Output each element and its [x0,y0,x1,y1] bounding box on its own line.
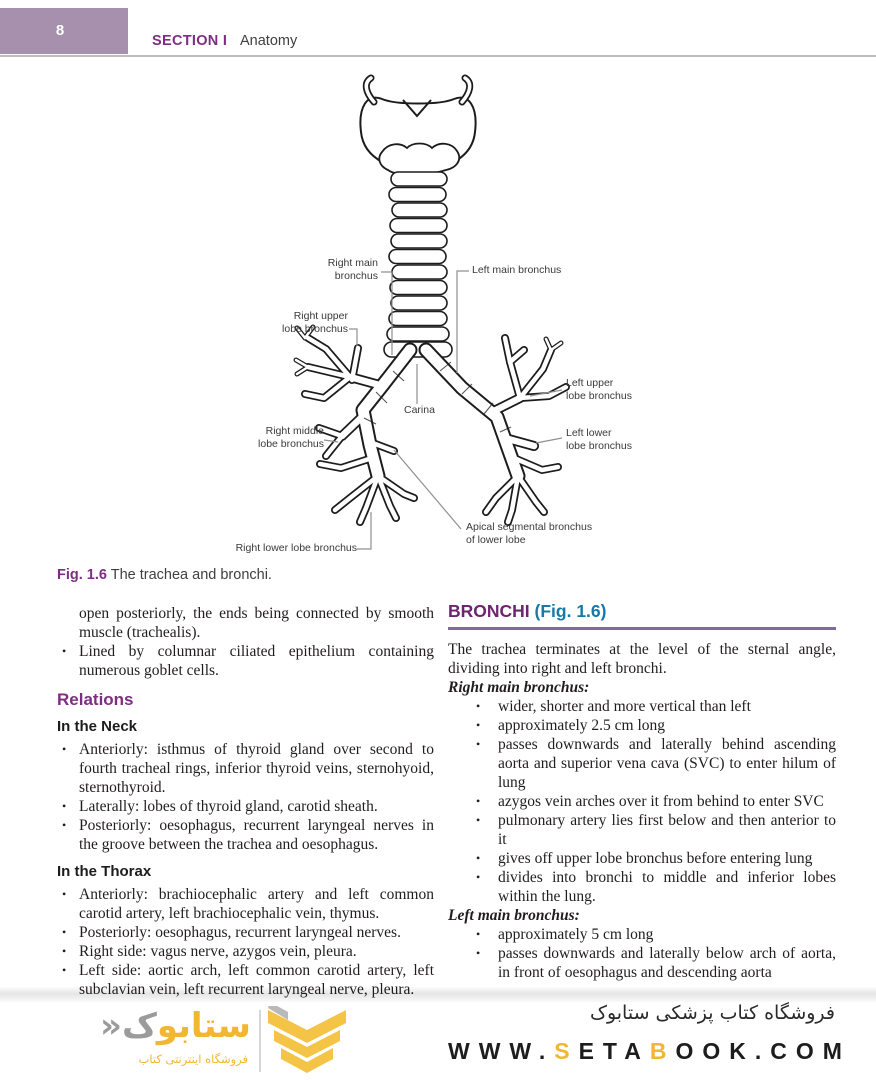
bullet-text: pulmonary artery lies first below and th… [498,811,836,848]
bullet-text: Lined by columnar ciliated epithelium co… [79,643,434,679]
bullet-item: • Right side: vagus nerve, azygos vein, … [57,942,434,961]
bullet-item: • Left side: aortic arch, left common ca… [57,961,434,999]
bullet-dot: • [476,793,481,808]
bronchi-intro: The trachea terminates at the level of t… [448,640,836,677]
logo-divider [259,1010,261,1072]
site-url-part: WWW. [448,1038,555,1064]
bullet-item: • azygos vein arches over it from behind… [448,792,836,811]
bronchi-heading-text: BRONCHI [448,601,535,621]
left-column: open posteriorly, the ends being connect… [57,600,434,999]
in-the-neck-heading: In the Neck [57,718,138,735]
relations-heading: Relations [57,690,134,709]
bullet-item: • Posteriorly: oesophagus, recurrent lar… [57,923,434,942]
bullet-item: • passes downwards and laterally below a… [448,944,836,982]
right-main-bronchus-lead: Right main bronchus: [448,678,590,696]
label-carina: Carina [404,404,435,416]
bullet-item: • passes downwards and laterally behind … [448,735,836,792]
setabook-logo-subtitle: فروشگاه اینترنتی کتاب [138,1052,248,1066]
bullet-text: Anteriorly: isthmus of thyroid gland ove… [79,741,434,796]
bullet-text: approximately 2.5 cm long [498,716,666,734]
site-url-part: OOK.COM [675,1038,851,1064]
in-the-thorax-heading: In the Thorax [57,863,152,880]
bullet-text: Right side: vagus nerve, azygos vein, pl… [79,943,357,960]
bullet-dot: • [62,887,67,901]
label-apical-segmental-bronchus: Apical segmental bronchus of lower lobe [466,521,593,546]
store-title: فروشگاه کتاب پزشکی ستابوک [589,1002,835,1024]
left-main-bronchus-lead: Left main bronchus: [448,906,580,924]
bullet-dot: • [62,925,67,939]
scan-shadow-band [0,987,876,1002]
label-left-main-bronchus: Left main bronchus [472,264,562,276]
footer: ستابوک« فروشگاه اینترنتی کتاب فروشگاه کت… [0,1000,876,1080]
bullet-dot: • [476,869,481,884]
bullet-text: azygos vein arches over it from behind t… [498,792,824,810]
setabook-wordmark-main: ستابو [156,1006,251,1046]
bullet-text: divides into bronchi to middle and infer… [498,868,836,905]
bronchi-heading-rule [448,627,836,630]
bullet-text: Posteriorly: oesophagus, recurrent laryn… [79,924,401,941]
figure-caption: Fig. 1.6 The trachea and bronchi. [57,567,272,583]
bronchi-heading: BRONCHI (Fig. 1.6) [448,602,836,621]
bullet-dot: • [62,818,67,832]
bullet-item: • Posteriorly: oesophagus, recurrent lar… [57,816,434,854]
label-right-middle-lobe-bronchus: Right middle lobe bronchus [258,425,324,450]
site-url-s: S [554,1038,579,1064]
bullet-text: Laterally: lobes of thyroid gland, carot… [79,798,378,815]
label-left-upper-lobe-bronchus: Left upper lobe bronchus [566,377,632,402]
bullet-text: passes downwards and laterally behind as… [498,735,836,791]
bullet-item: • approximately 5 cm long [448,925,836,944]
continuation-paragraph: open posteriorly, the ends being connect… [79,605,434,641]
bullet-item: • divides into bronchi to middle and inf… [448,868,836,906]
label-left-lower-lobe-bronchus: Left lower lobe bronchus [566,427,632,452]
bullet-dot: • [476,698,481,713]
bullet-item: • Laterally: lobes of thyroid gland, car… [57,797,434,816]
label-right-lower-lobe-bronchus: Right lower lobe bronchus [235,542,357,554]
bullet-item: • pulmonary artery lies first below and … [448,811,836,849]
bullet-text: Anteriorly: brachiocephalic artery and l… [79,886,434,922]
bullet-dot: • [62,644,67,658]
bullet-item: • approximately 2.5 cm long [448,716,836,735]
bullet-dot: • [476,850,481,865]
setabook-chevron-logo-icon [268,1006,346,1073]
bullet-text: Posteriorly: oesophagus, recurrent laryn… [79,817,434,853]
page-number: 8 [55,22,65,39]
site-url-b: B [649,1038,676,1064]
right-column: BRONCHI (Fig. 1.6) The trachea terminate… [448,600,836,982]
bullet-text: passes downwards and laterally below arc… [498,944,836,981]
bronchi-heading-figref: (Fig. 1.6) [534,601,607,621]
bullet-dot: • [476,926,481,941]
bullet-text: wider, shorter and more vertical than le… [498,697,751,715]
bullet-item: • Anteriorly: brachiocephalic artery and… [57,885,434,923]
label-right-upper-lobe-bronchus: Right upper lobe bronchus [282,310,348,335]
label-right-main-bronchus: Right main bronchus [327,257,378,282]
bullet-text: Left side: aortic arch, left common caro… [79,962,434,998]
trachea-bronchi-illustration [293,74,570,550]
bullet-item: • wider, shorter and more vertical than … [448,697,836,716]
figure-caption-text: The trachea and bronchi. [106,567,272,583]
section-label: SECTION I [152,33,228,49]
bullet-item: • Lined by columnar ciliated epithelium … [57,642,434,680]
setabook-wordmark-tail: ک« [100,1006,157,1046]
bullet-dot: • [476,736,481,751]
bullet-item: • Anteriorly: isthmus of thyroid gland o… [57,740,434,797]
site-url-part: ETA [578,1038,650,1064]
bullet-dot: • [62,742,67,756]
setabook-wordmark: ستابوک« [100,1008,251,1044]
page-number-box [0,8,128,54]
bullet-dot: • [476,945,481,960]
bullet-dot: • [476,812,481,827]
site-url: WWW.SETABOOK.COM [448,1038,848,1065]
figure-caption-label: Fig. 1.6 [57,567,107,583]
bullet-item: • gives off upper lobe bronchus before e… [448,849,836,868]
bullet-dot: • [476,717,481,732]
bullet-text: gives off upper lobe bronchus before ent… [498,849,813,867]
bullet-dot: • [62,944,67,958]
bullet-dot: • [62,963,67,977]
bullet-dot: • [62,799,67,813]
bullet-text: approximately 5 cm long [498,925,654,943]
header-rule [0,55,876,57]
section-title: Anatomy [240,33,298,49]
